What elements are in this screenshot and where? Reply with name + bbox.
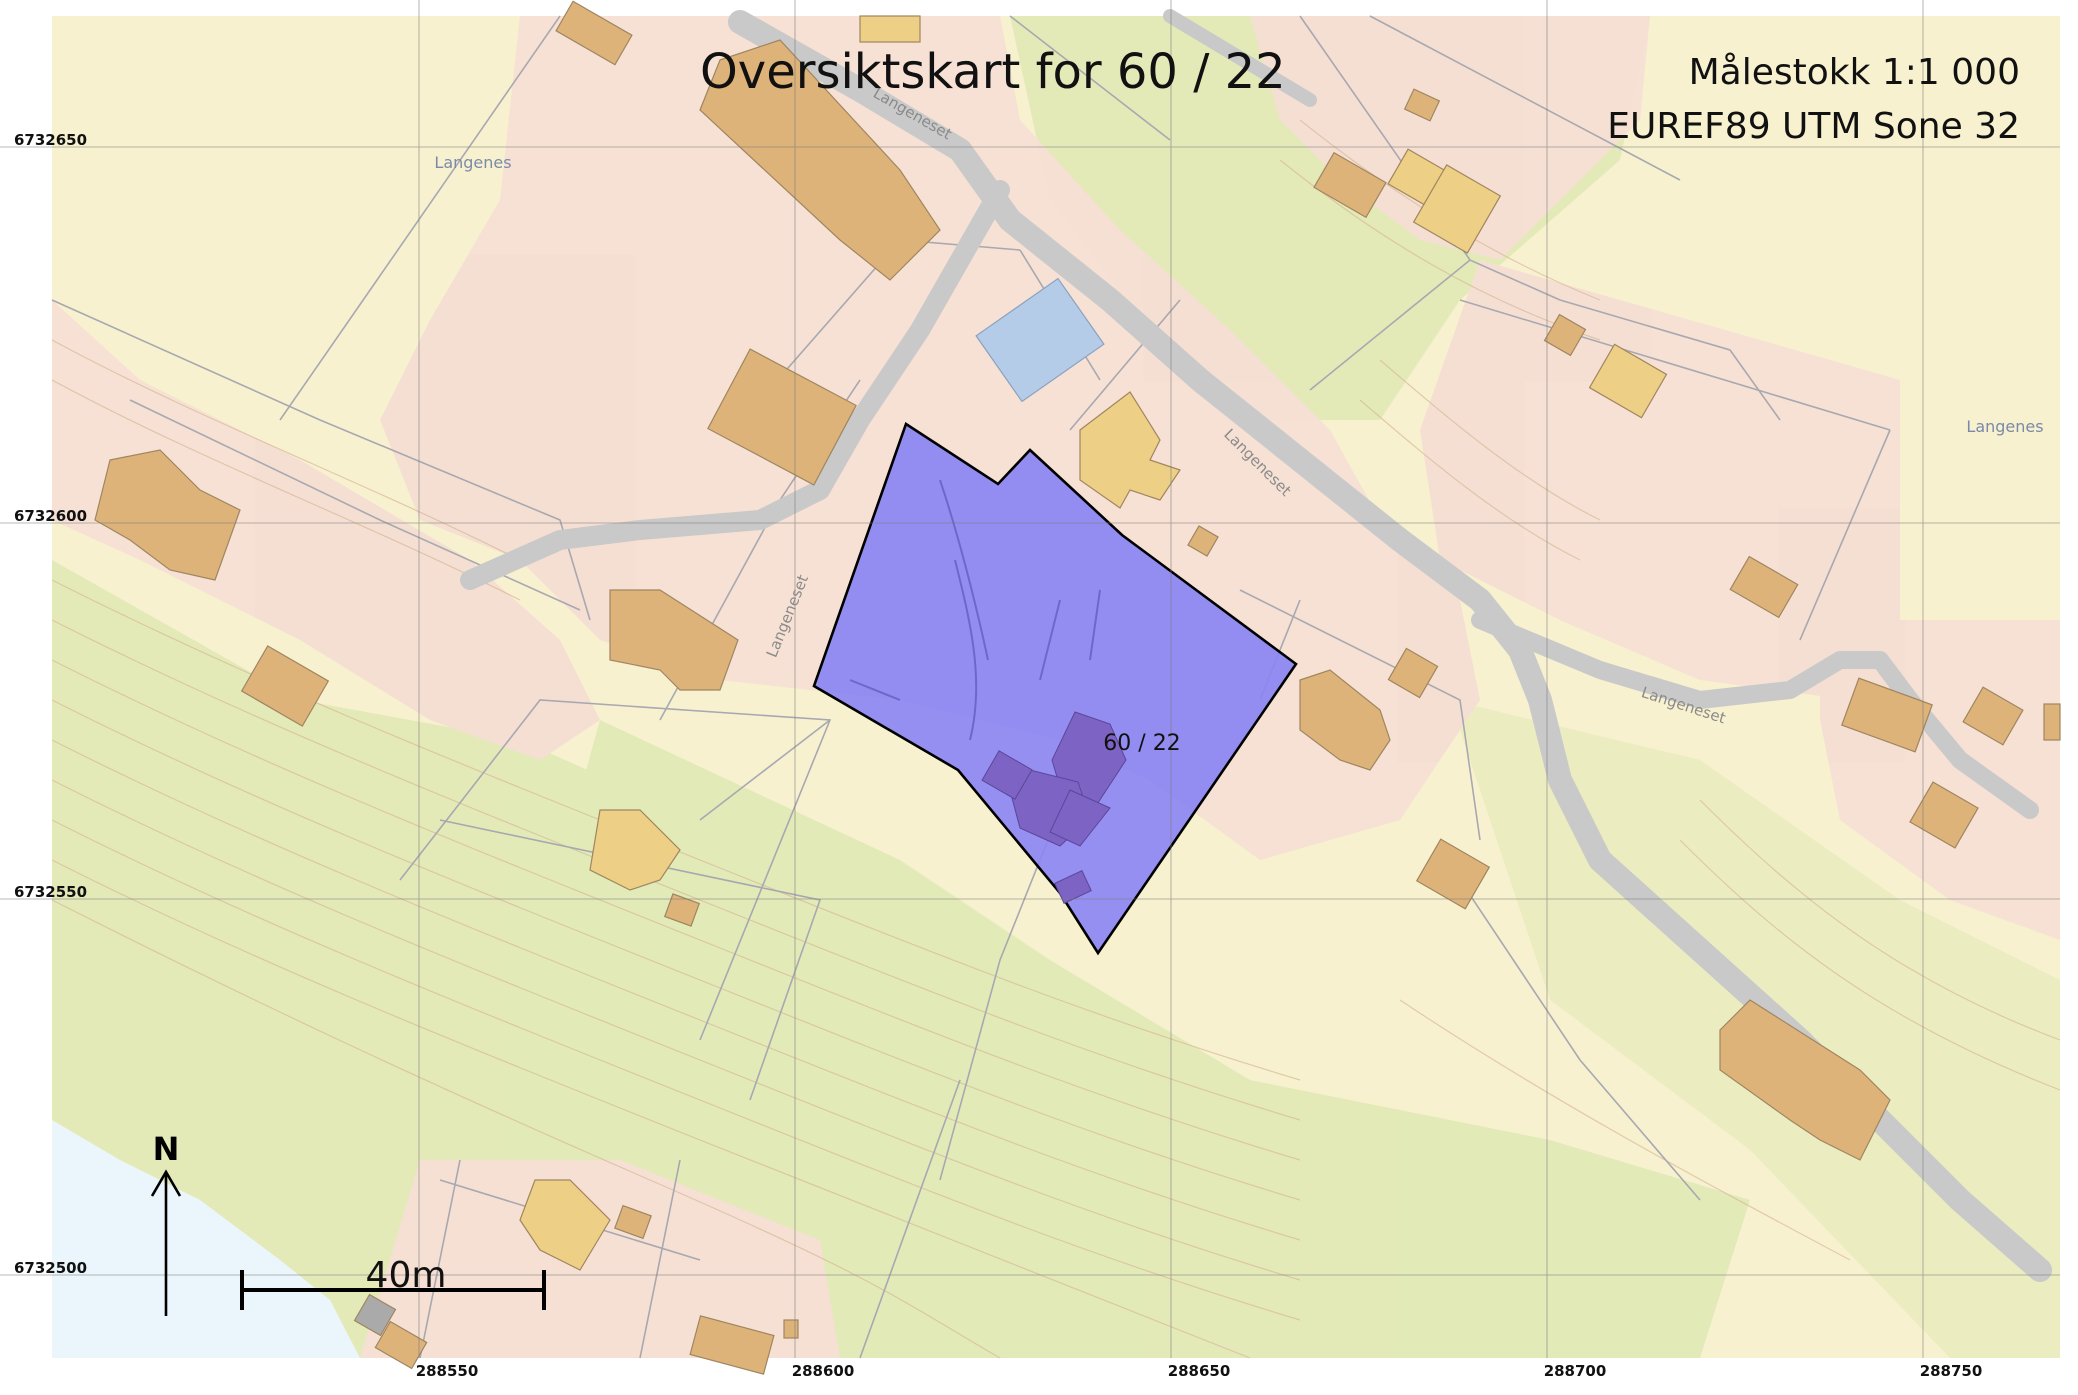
building — [1588, 343, 1668, 419]
building — [1299, 669, 1391, 771]
northing-label: 6732650 — [14, 131, 88, 149]
building — [699, 39, 941, 281]
building — [1403, 88, 1441, 122]
building — [1729, 555, 1799, 619]
projection-label: EUREF89 UTM Sone 32 — [1607, 106, 2020, 147]
easting-label: 288550 — [415, 1362, 479, 1380]
easting-label: 288700 — [1543, 1362, 1607, 1380]
map-info: Målestokk 1:1 000 EUREF89 UTM Sone 32 — [1607, 46, 2020, 154]
building — [1079, 391, 1181, 509]
building — [1415, 838, 1491, 910]
building — [1313, 151, 1387, 219]
buildings — [94, 0, 2061, 1375]
north-arrow-icon — [150, 1169, 182, 1316]
building — [1412, 164, 1502, 254]
easting-label: 288600 — [791, 1362, 855, 1380]
map-title: Oversiktskart for 60 / 22 — [700, 44, 1286, 100]
place-name-langenes-west: Langenes — [434, 153, 511, 172]
building — [689, 1315, 775, 1375]
building — [609, 589, 739, 691]
building — [1962, 686, 2024, 746]
building — [2043, 703, 2061, 741]
building — [1187, 525, 1219, 557]
building — [614, 1204, 652, 1240]
parcel-buildings — [981, 711, 1127, 904]
building — [519, 1179, 611, 1271]
building — [353, 1293, 397, 1337]
easting-label: 288650 — [1167, 1362, 1231, 1380]
parcel-contours — [849, 479, 1101, 741]
building — [859, 15, 921, 43]
place-name-langenes-east: Langenes — [1966, 417, 2043, 436]
scale-bar-label: 40m — [366, 1255, 447, 1296]
parcel-label: 60 / 22 — [1103, 731, 1180, 756]
parcel-60-22[interactable] — [812, 422, 1298, 956]
north-label: N — [153, 1130, 180, 1168]
building — [589, 809, 681, 891]
building — [1387, 647, 1439, 699]
swimming-pool — [975, 277, 1105, 403]
easting-label: 288750 — [1919, 1362, 1983, 1380]
scale-bar — [240, 1270, 546, 1310]
water-area — [52, 1120, 360, 1358]
building — [783, 1319, 799, 1339]
utm-grid — [0, 0, 2060, 1358]
northing-label: 6732550 — [14, 883, 88, 901]
northing-label: 6732500 — [14, 1259, 88, 1277]
building — [240, 645, 330, 727]
building — [555, 0, 633, 66]
building — [707, 348, 857, 486]
building — [94, 449, 241, 581]
building — [1841, 677, 1933, 753]
scale-ratio: Målestokk 1:1 000 — [1688, 52, 2020, 93]
parcel-boundary[interactable] — [812, 422, 1298, 956]
building — [1719, 999, 1891, 1161]
building — [1909, 781, 1979, 849]
northing-label: 6732600 — [14, 507, 88, 525]
property-lines — [51, 15, 1891, 1359]
building — [1543, 313, 1587, 357]
